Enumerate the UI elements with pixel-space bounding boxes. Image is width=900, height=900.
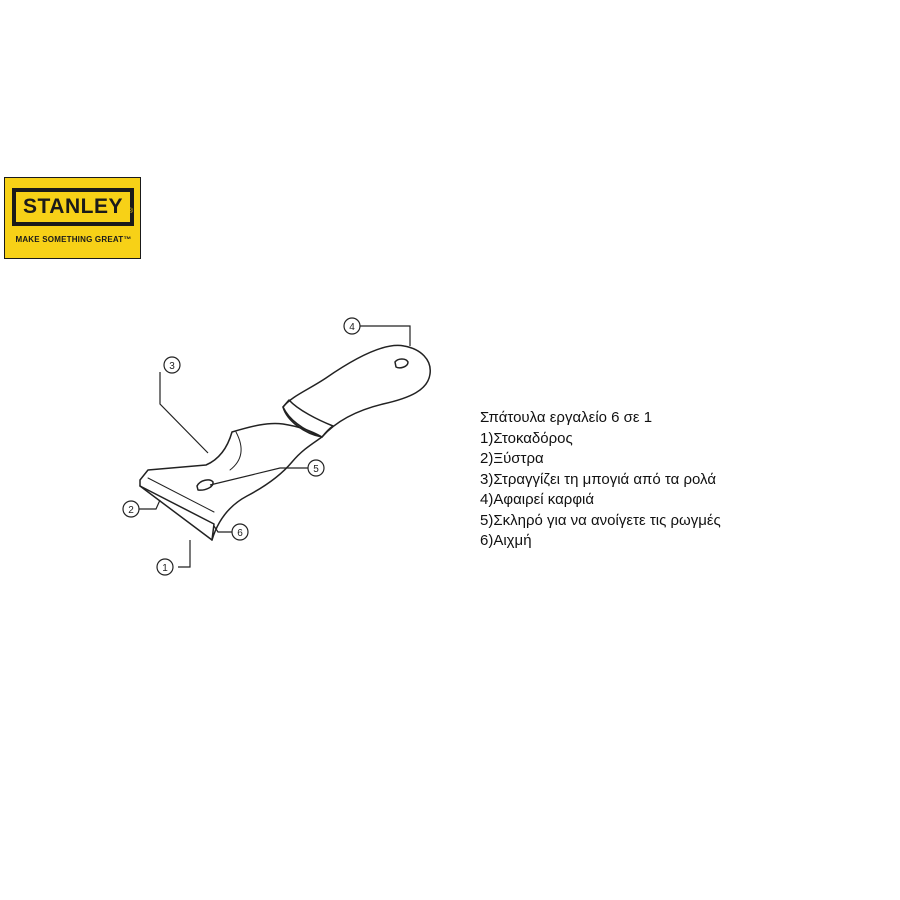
stanley-logo: STANLEY ® MAKE SOMETHING GREAT™: [4, 177, 141, 259]
blade-edge: [139, 485, 213, 541]
callout-number-2: 2: [128, 505, 134, 516]
callout-line-6: [213, 525, 232, 533]
callout-line-1: [178, 540, 191, 568]
callout-circle-4: [343, 317, 361, 335]
callout-number-4: 4: [349, 322, 355, 333]
legend-item: 4)Αφαιρεί καρφιά: [480, 491, 595, 508]
roller-curve: [229, 431, 242, 471]
legend-item: 3)Στραγγίζει τη μπογιά από τα ρολά: [480, 470, 717, 488]
tool-blade: [139, 422, 323, 541]
legend-title: Σπάτουλα εργαλείο 6 σε 1: [480, 409, 653, 426]
feature-legend: Σπάτουλα εργαλείο 6 σε 1 1)Στοκαδόρος 2)…: [480, 408, 890, 552]
logo-registered-mark: ®: [127, 208, 133, 215]
callout-number-5: 5: [313, 464, 319, 475]
blade-hole: [196, 479, 214, 491]
callout-number-6: 6: [237, 528, 243, 539]
callout-line-4: [360, 325, 411, 346]
callout-circle-2: [122, 500, 140, 518]
callout-circle-1: [156, 558, 174, 576]
callout-line-2: [139, 499, 161, 510]
legend-item: 2)Ξύστρα: [480, 450, 544, 467]
blade-bevel: [147, 477, 215, 513]
logo-tagline: MAKE SOMETHING GREAT™: [15, 235, 132, 244]
legend-item: 6)Αιχμή: [480, 532, 532, 549]
logo-name-frame: STANLEY ®: [12, 188, 134, 226]
legend-item: 5)Σκληρό για να ανοίγετε τις ρωγμές: [480, 511, 721, 529]
callout-line-3: [159, 372, 209, 454]
callout-number-1: 1: [162, 563, 168, 574]
callout-line-5: [209, 467, 308, 486]
callout-circle-6: [231, 523, 249, 541]
logo-brand-name: STANLEY: [16, 192, 130, 222]
callout-circle-5: [307, 459, 325, 477]
legend-item: 1)Στοκαδόρος: [480, 429, 573, 447]
handle-hang-hole: [394, 358, 409, 369]
callout-number-3: 3: [169, 361, 175, 372]
tool-handle: [282, 344, 431, 438]
callout-circle-3: [163, 356, 181, 374]
